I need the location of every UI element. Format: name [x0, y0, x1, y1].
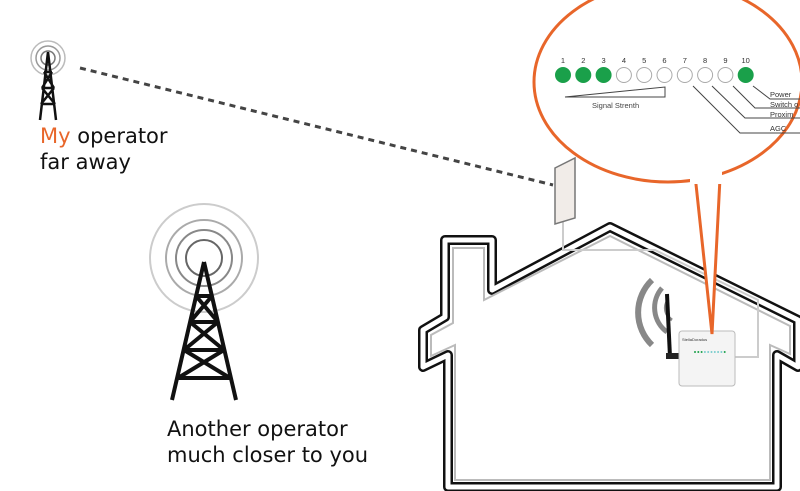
device-led [723, 351, 726, 353]
device-led [717, 351, 720, 353]
device-led [710, 351, 713, 353]
indicator-switch: Switch o [770, 100, 798, 109]
led-indicator-3 [595, 67, 612, 83]
led-indicator-8 [697, 67, 714, 83]
led-number: 9 [723, 56, 727, 65]
led-number: 1 [561, 56, 565, 65]
device-led [707, 351, 710, 353]
device-led [700, 351, 703, 353]
far-operator-label: My operator far away [40, 123, 168, 175]
device-brand: StellaDoradus [682, 337, 707, 342]
led-number: 7 [683, 56, 687, 65]
near-operator-label: Another operator much closer to you [167, 416, 368, 468]
led-indicator-5 [636, 67, 653, 83]
near-tower-icon [149, 203, 259, 401]
led-number: 8 [703, 56, 707, 65]
led-number: 5 [642, 56, 646, 65]
indicator-power: Power [770, 90, 792, 99]
led-number: 10 [742, 56, 750, 65]
led-number: 6 [662, 56, 666, 65]
far-operator-accent: My [40, 124, 71, 148]
led-indicator-7 [676, 67, 693, 83]
led-indicator-4 [615, 67, 632, 83]
far-signal-link [79, 66, 554, 187]
led-indicator-9 [717, 67, 734, 83]
led-number: 2 [581, 56, 585, 65]
led-number: 4 [622, 56, 626, 65]
led-number: 3 [602, 56, 606, 65]
device-led [720, 351, 723, 353]
device-led [703, 351, 706, 353]
led-indicator-1 [555, 67, 571, 83]
led-indicator-2 [575, 67, 592, 83]
indicator-agc: AGC [770, 124, 787, 133]
device-led [697, 351, 700, 353]
device-led [713, 351, 716, 353]
callout-bubble: 1 2 3 4 5 6 7 8 9 10 [532, 0, 800, 335]
repeater-device-icon [665, 293, 736, 387]
far-operator-line2: far away [40, 150, 131, 174]
led-indicator-10 [737, 67, 754, 83]
indicator-proximity: Proxim [770, 110, 793, 119]
house-outline [418, 222, 800, 491]
near-operator-line2: much closer to you [167, 443, 369, 467]
device-led [694, 351, 696, 353]
outdoor-antenna-icon [554, 156, 576, 226]
led-indicator-6 [656, 67, 673, 83]
near-operator-line1: Another operator [167, 417, 348, 441]
signal-strength-label: Signal Strenth [592, 101, 639, 110]
far-operator-line1: operator [70, 124, 168, 148]
far-tower-icon [30, 40, 66, 121]
